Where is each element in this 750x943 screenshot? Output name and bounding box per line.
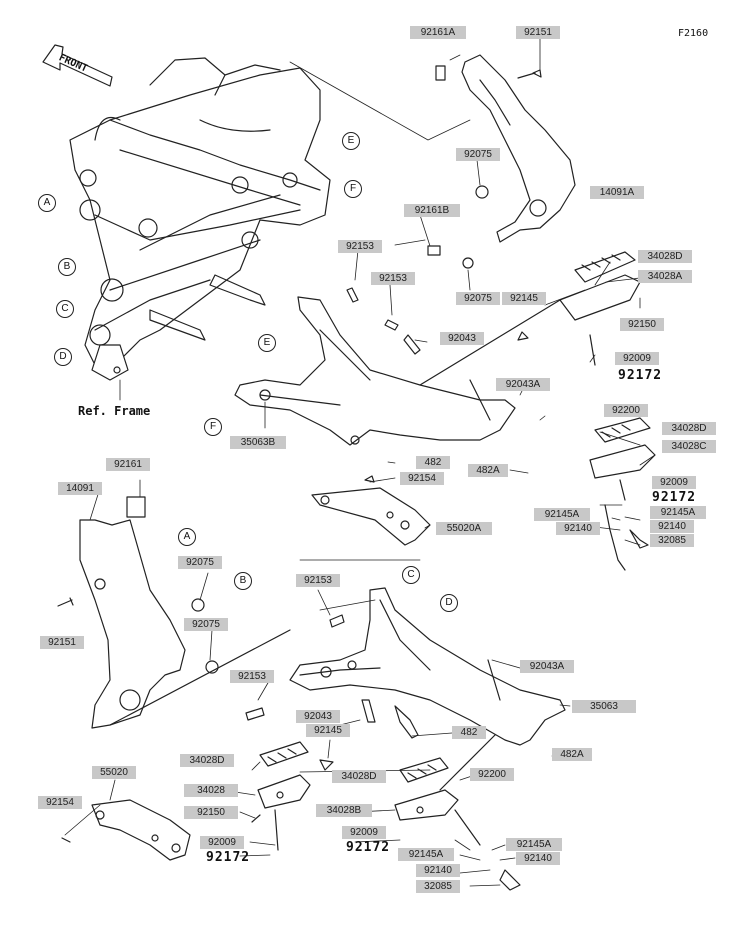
kit-number: 92172	[618, 368, 663, 383]
part-label: 34028A	[638, 270, 692, 283]
part-label: 92161B	[404, 204, 460, 217]
part-label: 92145A	[534, 508, 590, 521]
part-label: 92140	[556, 522, 600, 535]
footrest-upper-right-drawing	[419, 251, 641, 386]
part-label: 92145A	[650, 506, 706, 519]
part-label: 34028D	[180, 754, 234, 767]
callout-c: C	[402, 566, 420, 584]
part-label: 92151	[516, 26, 560, 39]
part-label: 32085	[650, 534, 694, 547]
part-label: 35063	[572, 700, 636, 713]
part-label: 92200	[470, 768, 514, 781]
part-label: 482	[416, 456, 450, 469]
part-label: 92075	[184, 618, 228, 631]
part-label: 35063B	[230, 436, 286, 449]
part-label: 482A	[468, 464, 508, 477]
plate-55020a-drawing	[311, 475, 431, 546]
ref-frame-label: Ref. Frame	[78, 404, 151, 418]
part-label: 92151	[40, 636, 84, 649]
part-label: 92153	[371, 272, 415, 285]
callout-b: B	[234, 572, 252, 590]
part-label: 92043A	[496, 378, 550, 391]
footrest-mid-right-drawing	[589, 417, 656, 571]
part-label: 92145	[306, 724, 350, 737]
part-label: 92145A	[506, 838, 562, 851]
part-label: 92150	[620, 318, 664, 331]
part-label: 34028D	[332, 770, 386, 783]
part-label: 92043A	[520, 660, 574, 673]
part-label: 92043	[440, 332, 484, 345]
kit-number: 92172	[652, 490, 697, 505]
part-label: 92145	[502, 292, 546, 305]
callout-e: E	[342, 132, 360, 150]
part-label: 92161A	[410, 26, 466, 39]
part-label: 34028D	[638, 250, 692, 263]
part-label: 92150	[184, 806, 238, 819]
callout-d: D	[54, 348, 72, 366]
cover-14091a-drawing	[427, 54, 576, 269]
part-label: 92161	[106, 458, 150, 471]
kit-number: 92172	[206, 850, 251, 865]
front-arrow-icon	[42, 44, 113, 87]
callout-f: F	[204, 418, 222, 436]
callout-a: A	[38, 194, 56, 212]
part-label: 92075	[178, 556, 222, 569]
part-label: 55020A	[436, 522, 492, 535]
bracket-35063b-drawing	[234, 287, 516, 446]
part-label: 92009	[652, 476, 696, 489]
part-label: 92153	[230, 670, 274, 683]
part-label: 55020	[92, 766, 136, 779]
part-label: 92153	[338, 240, 382, 253]
part-label: 92075	[456, 292, 500, 305]
bracket-35063-drawing	[245, 587, 566, 746]
callout-e: E	[258, 334, 276, 352]
part-label: 92145A	[398, 848, 454, 861]
plate-55020-drawing	[61, 799, 191, 861]
part-label: 34028	[184, 784, 238, 797]
footrest-lower-left-drawing	[251, 741, 334, 851]
part-label: 34028B	[316, 804, 372, 817]
part-label: 92154	[400, 472, 444, 485]
part-label: 92140	[416, 864, 460, 877]
part-label: 92200	[604, 404, 648, 417]
part-label: 92140	[516, 852, 560, 865]
diagram-code: F2160	[678, 28, 709, 39]
part-label: 92075	[456, 148, 500, 161]
kit-number: 92172	[346, 840, 391, 855]
part-label: 14091	[58, 482, 102, 495]
part-label: 92154	[38, 796, 82, 809]
main-frame-drawing	[69, 57, 331, 381]
cover-14091-drawing	[57, 496, 291, 729]
callout-b: B	[58, 258, 76, 276]
callout-a: A	[178, 528, 196, 546]
callout-c: C	[56, 300, 74, 318]
part-label: 482A	[552, 748, 592, 761]
callout-d: D	[440, 594, 458, 612]
part-label: 34028C	[662, 440, 716, 453]
part-label: 92009	[342, 826, 386, 839]
part-label: 92009	[200, 836, 244, 849]
part-label: 92153	[296, 574, 340, 587]
part-label: 92140	[650, 520, 694, 533]
part-label: 482	[452, 726, 486, 739]
leader-lines	[64, 37, 656, 887]
part-label: 92043	[296, 710, 340, 723]
part-label: 32085	[416, 880, 460, 893]
part-label: 14091A	[590, 186, 644, 199]
callout-f: F	[344, 180, 362, 198]
part-label: 34028D	[662, 422, 716, 435]
part-label: 92009	[615, 352, 659, 365]
